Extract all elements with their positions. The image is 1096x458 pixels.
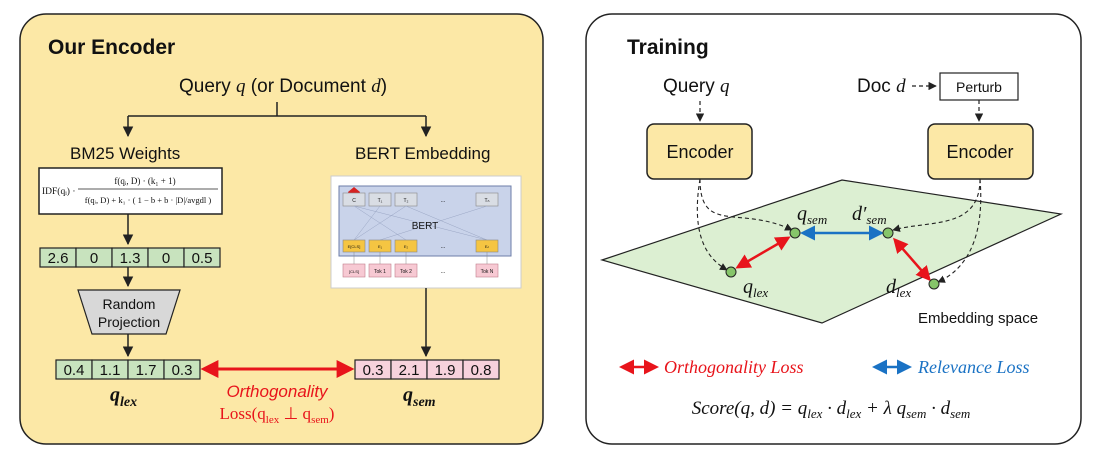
q-lex-point-label: qlex (743, 276, 768, 300)
bert-output-token-label: Tₙ (484, 198, 489, 204)
bert-attention-lines (353, 205, 488, 241)
d-lex-point (928, 278, 940, 290)
q-sem-value: 0.8 (471, 362, 492, 379)
bert-label: BERT Embedding (355, 144, 490, 163)
right-panel-title: Training (627, 36, 709, 59)
q-lex-value: 0.3 (172, 362, 193, 379)
q-sem-vector: 0.3 2.1 1.9 0.8 (354, 359, 500, 380)
orthogonality-loss-line2: Loss(qlex ⊥ qsem) (220, 404, 335, 426)
q-sem-value: 0.3 (363, 362, 384, 379)
random-projection-block (77, 289, 181, 335)
q-sem-value: 1.9 (435, 362, 456, 379)
bert-embedding-token-label: E[CLS] (348, 244, 361, 249)
bm25-vector: 2.6 0 1.3 0 0.5 (39, 247, 221, 268)
doc-encoder-label: Encoder (946, 142, 1013, 162)
input-label: Query q (or Document d) (179, 76, 387, 97)
d-sem-point (882, 227, 894, 239)
embedding-space-plane (599, 179, 1064, 324)
bert-input-connectors (353, 252, 488, 264)
bert-output-token-label: T₂ (404, 198, 409, 204)
query-encoder-label: Encoder (666, 142, 733, 162)
flow-to-d-sem (892, 178, 981, 232)
bert-embedding-token-label: ... (440, 244, 445, 250)
legend-relevance-label: Relevance Loss (917, 357, 1029, 377)
q-lex-label: qlex (110, 384, 137, 410)
q-lex-value: 0.4 (64, 362, 85, 379)
projection-label-line1: Random (103, 296, 156, 312)
d-lex-point-label: dlex (886, 276, 911, 300)
bm25-formula-lhs: IDF(qᵢ) · (42, 186, 75, 197)
q-sem-cell (462, 359, 500, 380)
flow-to-d-lex (937, 178, 982, 283)
query-input-label: Query q (663, 76, 730, 97)
bm25-formula-denominator: f(qᵢ, D) + k₁ · ( 1 − b + b · |D|/avgdl … (85, 195, 212, 205)
bert-input-token-label: Tok N (481, 269, 494, 275)
d-sem-point-label: d′sem (852, 203, 887, 227)
q-lex-value: 1.7 (136, 362, 157, 379)
bert-output-token-label: T₁ (378, 198, 383, 204)
bert-output-token-label: ... (440, 198, 445, 204)
legend-orthogonality-label: Orthogonality Loss (664, 357, 804, 377)
bm25-value: 0 (162, 250, 170, 267)
bert-embedding-token-label: Eₙ (485, 244, 490, 249)
flow-to-q-sem (699, 178, 793, 231)
q-lex-point (725, 266, 737, 278)
bert-input-token-label: Tok 1 (374, 269, 386, 275)
bert-output-token-label: C (352, 198, 356, 204)
orthogonality-arrow-doc (893, 237, 931, 282)
q-sem-point (789, 227, 801, 239)
projection-label-line2: Projection (98, 314, 160, 330)
q-sem-label: qsem (403, 384, 436, 410)
q-lex-vector: 0.4 1.1 1.7 0.3 (55, 359, 201, 380)
bert-embedding-token-label: E₁ (378, 244, 383, 249)
q-lex-value: 1.1 (100, 362, 121, 379)
bert-input-token-label: Tok 2 (400, 269, 412, 275)
left-panel (19, 13, 544, 445)
bm25-value: 0.5 (192, 250, 213, 267)
orthogonality-loss-line1: Orthogonality (226, 382, 329, 401)
bert-input-token-label: [CLS] (349, 269, 359, 274)
bert-embedding-token-label: E₂ (404, 244, 409, 249)
bm25-formula-box (38, 167, 223, 215)
q-sem-point-label: qsem (797, 203, 827, 227)
orthogonality-arrow-query (735, 236, 791, 269)
flow-to-q-lex (696, 178, 728, 271)
perturb-label: Perturb (956, 79, 1002, 95)
q-lex-cell (163, 359, 201, 380)
bm25-value: 1.3 (120, 250, 141, 267)
q-sem-value: 2.1 (399, 362, 420, 379)
bert-diagram: C T₁ T₂ ... Tₙ BERT E[CLS] E₁ E₂ ... Eₙ … (330, 175, 522, 289)
doc-input-label: Doc d (857, 76, 906, 97)
bm25-label: BM25 Weights (70, 144, 180, 163)
bm25-value: 2.6 (48, 250, 69, 267)
bert-input-token-label: ... (440, 269, 445, 275)
score-formula: Score(q, d) = qlex · dlex + λ qsem · dse… (692, 398, 971, 421)
bert-block-title: BERT (412, 221, 439, 232)
bm25-cell (183, 247, 221, 268)
bm25-value: 0 (90, 250, 98, 267)
left-panel-title: Our Encoder (48, 36, 175, 59)
bm25-formula-numerator: f(qᵢ, D) · (k₁ + 1) (114, 176, 175, 186)
embedding-space-label: Embedding space (918, 310, 1038, 327)
